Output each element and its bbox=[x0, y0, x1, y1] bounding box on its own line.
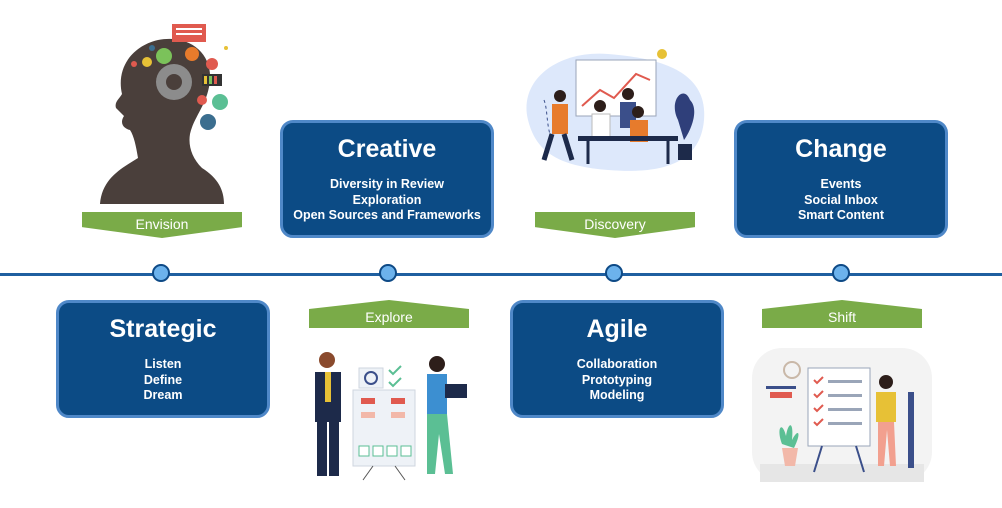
tag-envision: Envision bbox=[82, 212, 242, 238]
tag-label: Discovery bbox=[584, 216, 646, 232]
woman-with-checklist-illustration bbox=[752, 348, 932, 482]
timeline-node-discovery bbox=[605, 264, 623, 282]
card-item: Listen bbox=[144, 357, 182, 371]
timeline-line bbox=[0, 273, 1002, 276]
timeline-node-shift bbox=[832, 264, 850, 282]
card-item: Collaboration bbox=[576, 357, 658, 371]
tag-explore: Explore bbox=[309, 300, 469, 328]
tag-label: Shift bbox=[827, 309, 856, 325]
tag-label: Explore bbox=[365, 309, 413, 325]
card-title: Strategic bbox=[109, 315, 217, 343]
card-item: Exploration bbox=[352, 192, 422, 207]
card-item: Open Sources and Frameworks bbox=[293, 208, 481, 222]
card-title: Agile bbox=[586, 315, 648, 343]
card-agile: Agile Collaboration Prototyping Modeling bbox=[510, 300, 724, 418]
card-strategic: Strategic Listen Define Dream bbox=[56, 300, 270, 418]
card-item: Smart Content bbox=[797, 208, 885, 222]
card-item: Prototyping bbox=[581, 372, 653, 387]
tag-shift: Shift bbox=[762, 300, 922, 328]
card-items: Collaboration Prototyping Modeling bbox=[513, 357, 721, 404]
card-change: Change Events Social Inbox Smart Content bbox=[734, 120, 948, 238]
head-with-ideas-icon bbox=[100, 24, 228, 204]
card-item: Define bbox=[143, 372, 183, 387]
card-item: Social Inbox bbox=[804, 192, 878, 207]
card-item: Diversity in Review bbox=[330, 177, 444, 191]
timeline-node-envision bbox=[152, 264, 170, 282]
card-item: Dream bbox=[143, 388, 183, 402]
card-item: Events bbox=[820, 177, 862, 191]
card-title: Change bbox=[795, 135, 887, 163]
card-creative: Creative Diversity in Review Exploration… bbox=[280, 120, 494, 238]
tag-discovery: Discovery bbox=[535, 212, 695, 238]
card-title: Creative bbox=[337, 135, 437, 163]
card-items: Diversity in Review Exploration Open Sou… bbox=[283, 177, 491, 224]
card-items: Events Social Inbox Smart Content bbox=[737, 177, 945, 224]
card-items: Listen Define Dream bbox=[59, 357, 267, 404]
presenters-with-flowchart-illustration bbox=[315, 352, 467, 481]
timeline-node-explore bbox=[379, 264, 397, 282]
card-item: Modeling bbox=[589, 388, 645, 402]
tag-label: Envision bbox=[135, 216, 189, 232]
team-meeting-illustration bbox=[526, 49, 705, 171]
